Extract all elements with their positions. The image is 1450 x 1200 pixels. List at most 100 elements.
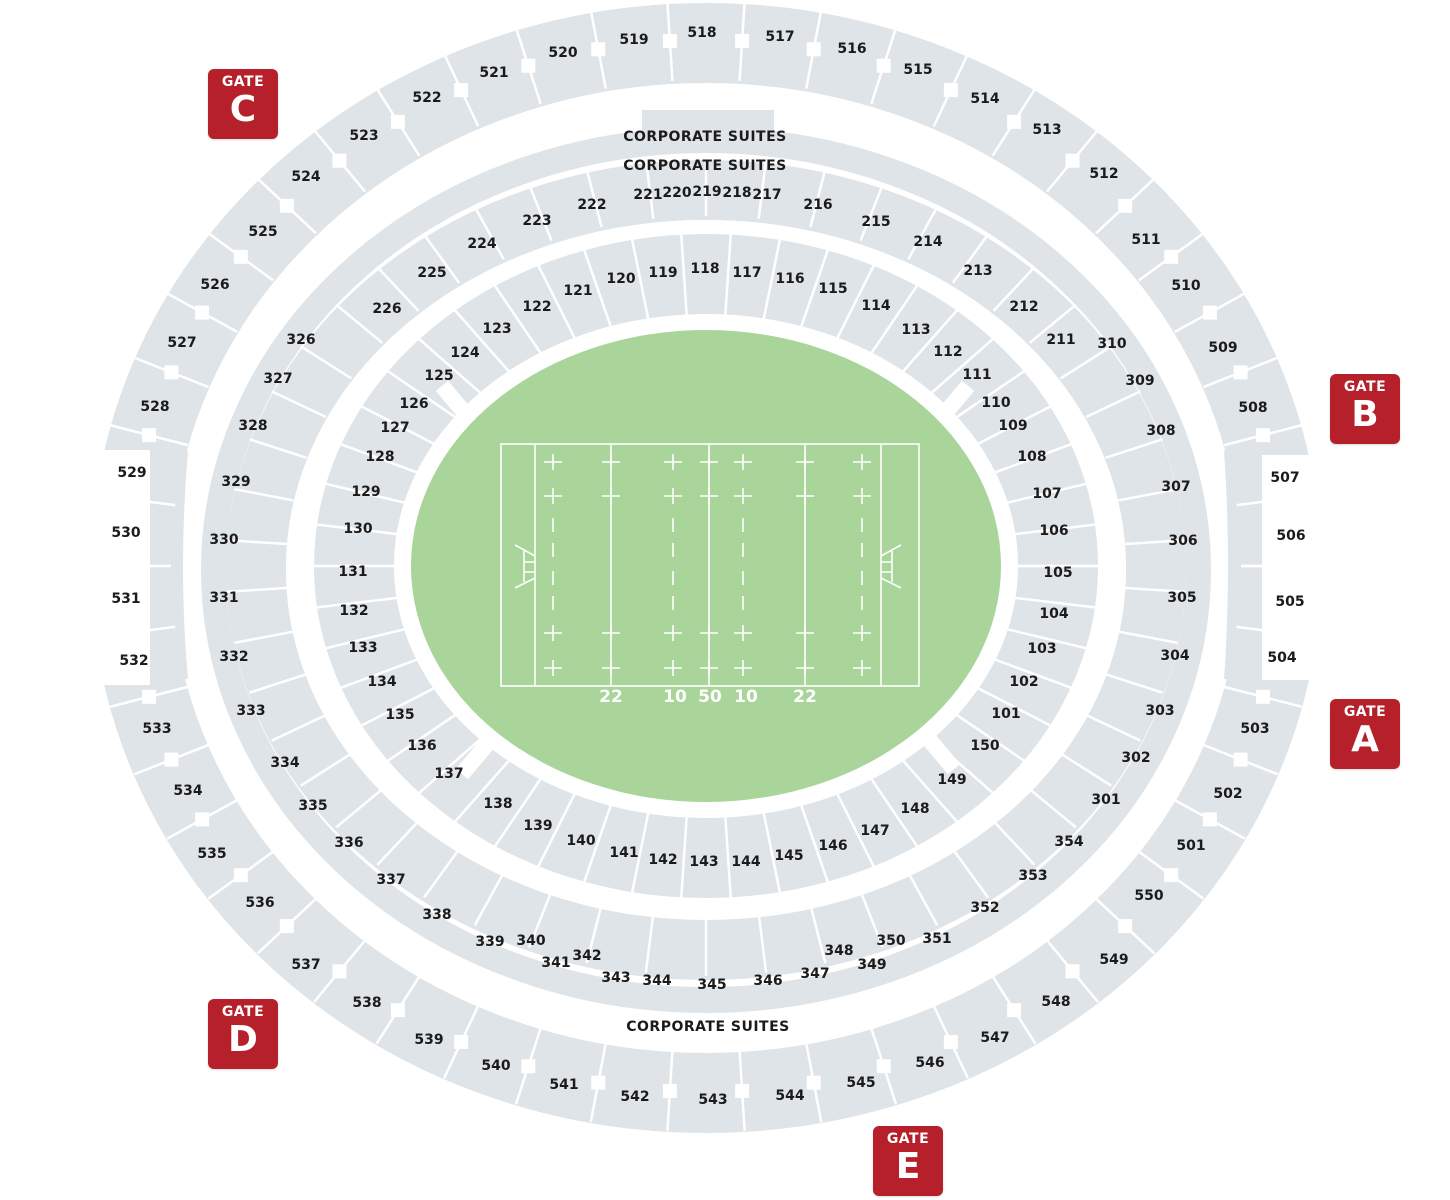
section-103[interactable]: 103 xyxy=(1027,641,1056,657)
section-137[interactable]: 137 xyxy=(434,766,463,782)
section-341[interactable]: 341 xyxy=(541,955,570,971)
section-136[interactable]: 136 xyxy=(407,738,436,754)
section-220[interactable]: 220 xyxy=(662,185,691,201)
section-125[interactable]: 125 xyxy=(424,368,453,384)
section-135[interactable]: 135 xyxy=(385,707,414,723)
section-122[interactable]: 122 xyxy=(522,299,551,315)
section-132[interactable]: 132 xyxy=(339,603,368,619)
section-351[interactable]: 351 xyxy=(922,931,951,947)
section-347[interactable]: 347 xyxy=(800,966,829,982)
section-548[interactable]: 548 xyxy=(1041,994,1070,1010)
section-302[interactable]: 302 xyxy=(1121,750,1150,766)
section-104[interactable]: 104 xyxy=(1039,606,1068,622)
section-336[interactable]: 336 xyxy=(334,835,363,851)
section-211[interactable]: 211 xyxy=(1046,332,1075,348)
section-131[interactable]: 131 xyxy=(338,564,367,580)
section-538[interactable]: 538 xyxy=(352,995,381,1011)
section-524[interactable]: 524 xyxy=(291,169,320,185)
section-218[interactable]: 218 xyxy=(722,185,751,201)
section-332[interactable]: 332 xyxy=(219,649,248,665)
section-520[interactable]: 520 xyxy=(548,45,577,61)
section-343[interactable]: 343 xyxy=(601,970,630,986)
section-215[interactable]: 215 xyxy=(861,214,890,230)
section-117[interactable]: 117 xyxy=(732,265,761,281)
section-147[interactable]: 147 xyxy=(860,823,889,839)
section-533[interactable]: 533 xyxy=(142,721,171,737)
section-124[interactable]: 124 xyxy=(450,345,479,361)
section-531[interactable]: 531 xyxy=(111,591,140,607)
section-133[interactable]: 133 xyxy=(348,640,377,656)
section-330[interactable]: 330 xyxy=(209,532,238,548)
section-309[interactable]: 309 xyxy=(1125,373,1154,389)
section-518[interactable]: 518 xyxy=(687,25,716,41)
section-217[interactable]: 217 xyxy=(752,187,781,203)
section-212[interactable]: 212 xyxy=(1009,299,1038,315)
section-514[interactable]: 514 xyxy=(970,91,999,107)
section-326[interactable]: 326 xyxy=(286,332,315,348)
section-535[interactable]: 535 xyxy=(197,846,226,862)
section-334[interactable]: 334 xyxy=(270,755,299,771)
section-339[interactable]: 339 xyxy=(475,934,504,950)
section-350[interactable]: 350 xyxy=(876,933,905,949)
section-222[interactable]: 222 xyxy=(577,197,606,213)
section-508[interactable]: 508 xyxy=(1238,400,1267,416)
section-134[interactable]: 134 xyxy=(367,674,396,690)
section-145[interactable]: 145 xyxy=(774,848,803,864)
section-546[interactable]: 546 xyxy=(915,1055,944,1071)
section-149[interactable]: 149 xyxy=(937,772,966,788)
section-221[interactable]: 221 xyxy=(633,187,662,203)
section-308[interactable]: 308 xyxy=(1146,423,1175,439)
section-107[interactable]: 107 xyxy=(1032,486,1061,502)
section-510[interactable]: 510 xyxy=(1171,278,1200,294)
section-128[interactable]: 128 xyxy=(365,449,394,465)
section-310[interactable]: 310 xyxy=(1097,336,1126,352)
section-509[interactable]: 509 xyxy=(1208,340,1237,356)
section-118[interactable]: 118 xyxy=(690,261,719,277)
section-346[interactable]: 346 xyxy=(753,973,782,989)
section-307[interactable]: 307 xyxy=(1161,479,1190,495)
section-534[interactable]: 534 xyxy=(173,783,202,799)
section-352[interactable]: 352 xyxy=(970,900,999,916)
section-521[interactable]: 521 xyxy=(479,65,508,81)
section-542[interactable]: 542 xyxy=(620,1089,649,1105)
section-226[interactable]: 226 xyxy=(372,301,401,317)
section-140[interactable]: 140 xyxy=(566,833,595,849)
section-331[interactable]: 331 xyxy=(209,590,238,606)
section-148[interactable]: 148 xyxy=(900,801,929,817)
section-539[interactable]: 539 xyxy=(414,1032,443,1048)
section-506[interactable]: 506 xyxy=(1276,528,1305,544)
section-522[interactable]: 522 xyxy=(412,90,441,106)
section-305[interactable]: 305 xyxy=(1167,590,1196,606)
section-223[interactable]: 223 xyxy=(522,213,551,229)
section-335[interactable]: 335 xyxy=(298,798,327,814)
section-543[interactable]: 543 xyxy=(698,1092,727,1108)
section-544[interactable]: 544 xyxy=(775,1088,804,1104)
section-354[interactable]: 354 xyxy=(1054,834,1083,850)
section-523[interactable]: 523 xyxy=(349,128,378,144)
section-530[interactable]: 530 xyxy=(111,525,140,541)
section-528[interactable]: 528 xyxy=(140,399,169,415)
section-130[interactable]: 130 xyxy=(343,521,372,537)
section-301[interactable]: 301 xyxy=(1091,792,1120,808)
section-115[interactable]: 115 xyxy=(818,281,847,297)
section-338[interactable]: 338 xyxy=(422,907,451,923)
section-329[interactable]: 329 xyxy=(221,474,250,490)
section-303[interactable]: 303 xyxy=(1145,703,1174,719)
section-526[interactable]: 526 xyxy=(200,277,229,293)
section-519[interactable]: 519 xyxy=(619,32,648,48)
section-225[interactable]: 225 xyxy=(417,265,446,281)
section-345[interactable]: 345 xyxy=(697,977,726,993)
section-214[interactable]: 214 xyxy=(913,234,942,250)
section-150[interactable]: 150 xyxy=(970,738,999,754)
section-348[interactable]: 348 xyxy=(824,943,853,959)
section-340[interactable]: 340 xyxy=(516,933,545,949)
section-101[interactable]: 101 xyxy=(991,706,1020,722)
section-349[interactable]: 349 xyxy=(857,957,886,973)
section-116[interactable]: 116 xyxy=(775,271,804,287)
section-541[interactable]: 541 xyxy=(549,1077,578,1093)
section-113[interactable]: 113 xyxy=(901,322,930,338)
section-342[interactable]: 342 xyxy=(572,948,601,964)
